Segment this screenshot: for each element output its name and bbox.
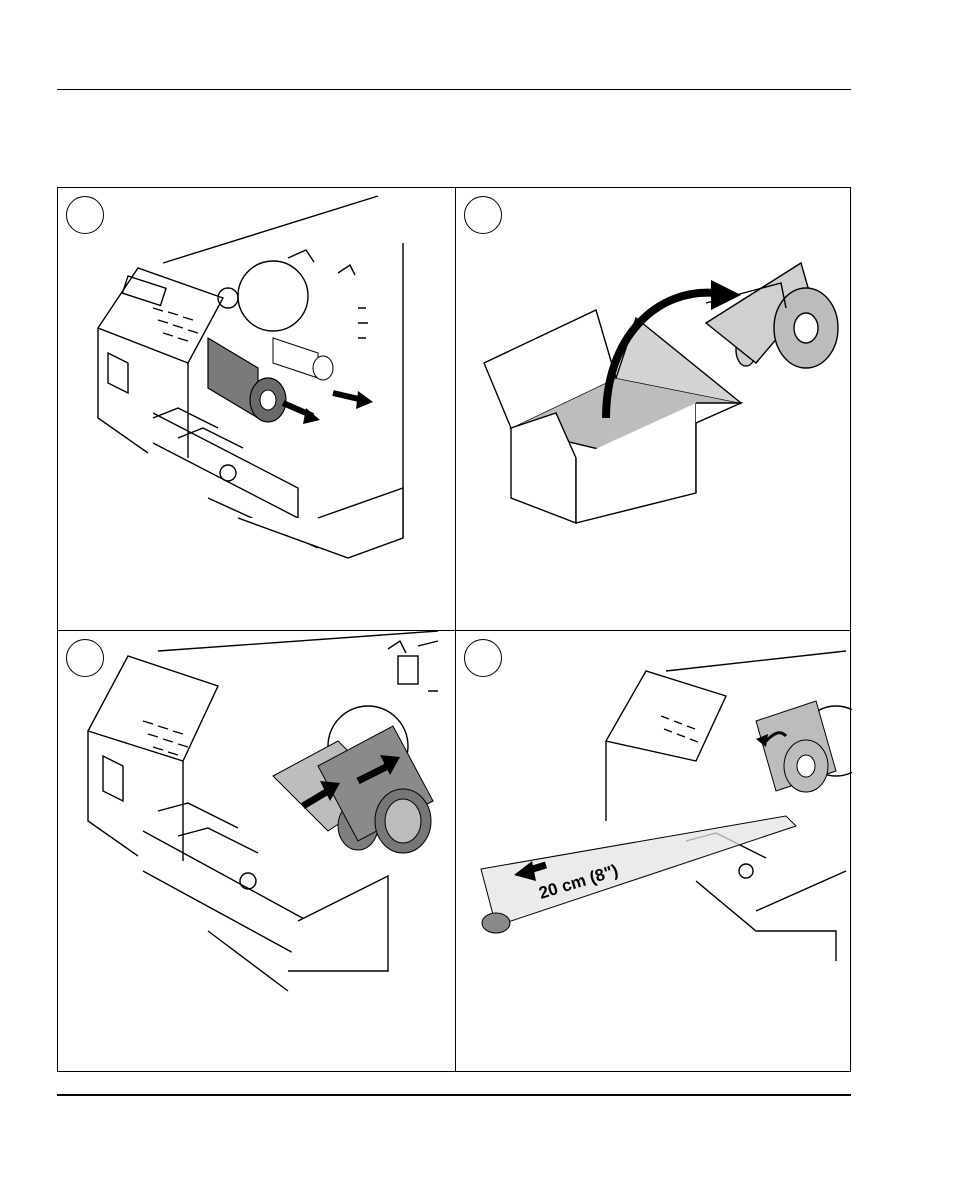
panel-step-1: [58, 188, 454, 629]
panel-step-3: [58, 631, 454, 1072]
header-rule: [57, 89, 851, 90]
panel-step-2: [456, 188, 852, 629]
printer-remove-ribbon-illustration: [58, 188, 454, 629]
figure-grid: 20 cm (8"): [57, 187, 851, 1072]
panel-step-4: 20 cm (8"): [456, 631, 852, 1072]
printer-pull-ribbon-illustration: 20 cm (8"): [456, 631, 852, 1072]
printer-insert-ribbon-illustration: [58, 631, 454, 1072]
ribbon-box-illustration: [456, 188, 852, 629]
footer-rule: [57, 1094, 851, 1096]
